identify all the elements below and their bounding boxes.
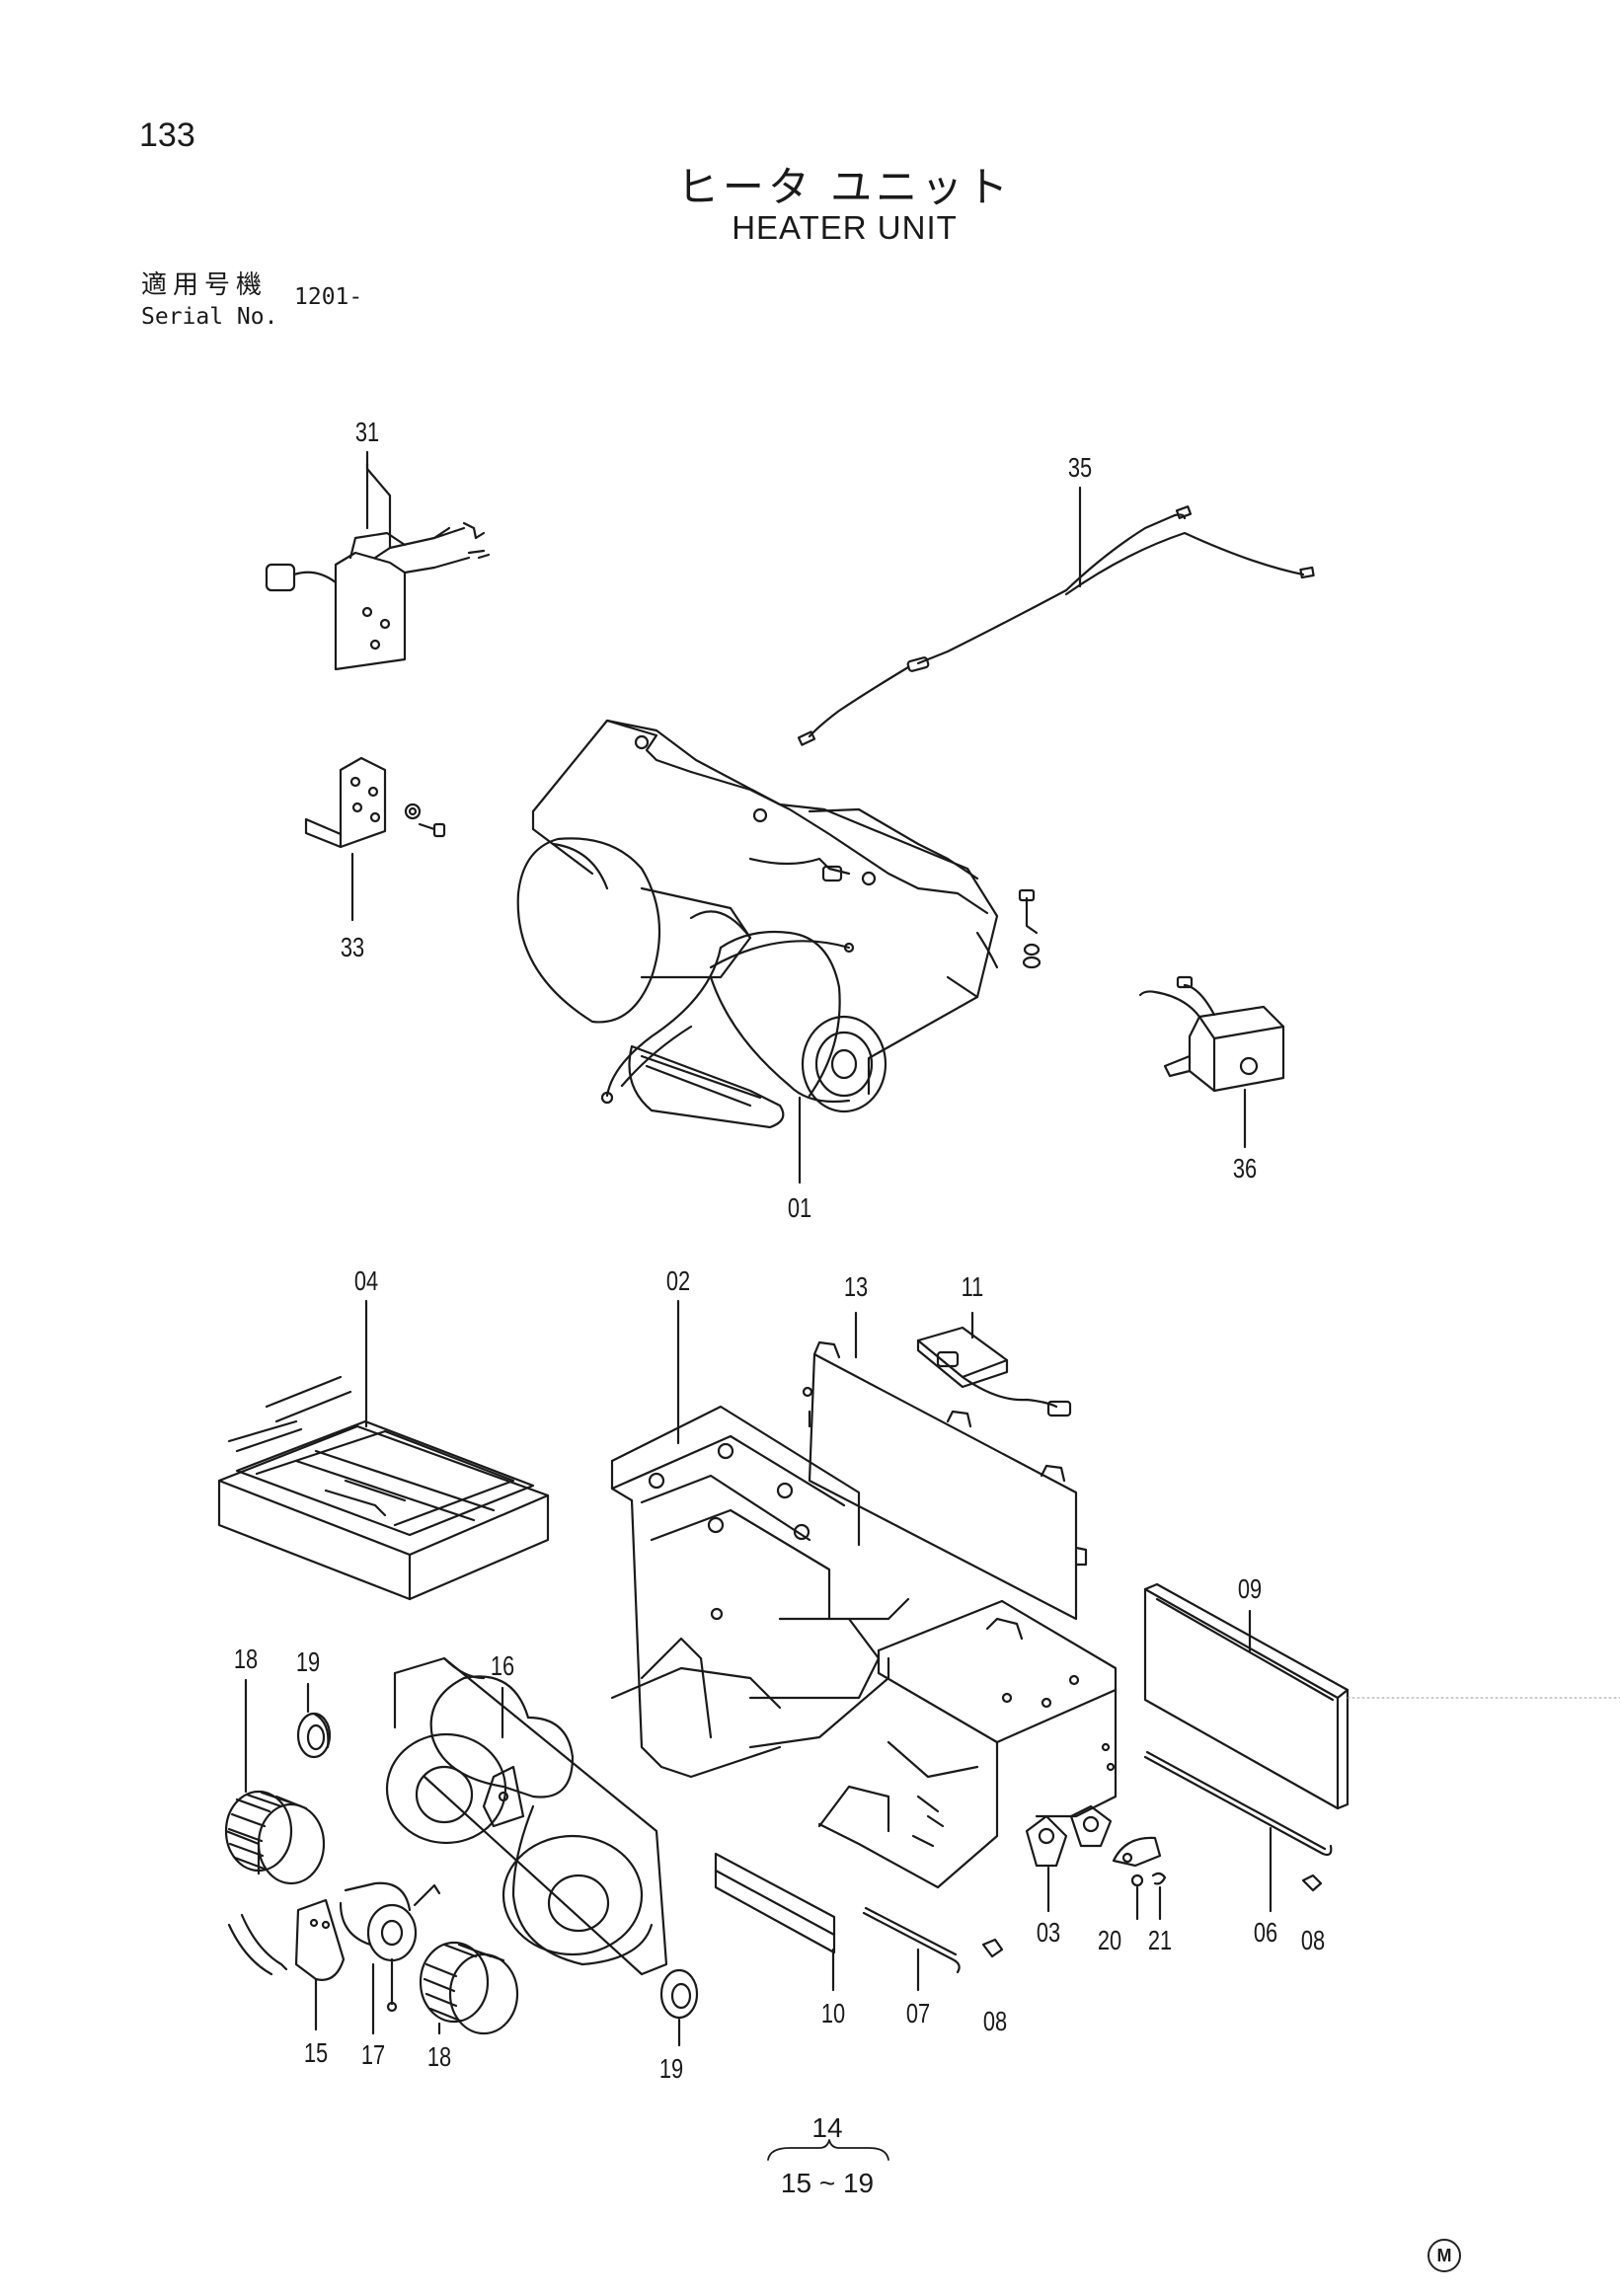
- label-08-center: 08: [982, 2006, 1008, 2036]
- part-15-clamp: [227, 1898, 346, 1981]
- label-10: 10: [820, 1998, 846, 2028]
- part-31-bracket: [265, 462, 491, 671]
- page-title: HEATER UNIT: [732, 209, 958, 246]
- part-01-heater-unit: [516, 719, 1041, 1129]
- label-19-bottom: 19: [658, 2053, 684, 2084]
- label-16: 16: [490, 1650, 515, 1681]
- label-04: 04: [353, 1265, 379, 1296]
- part-10-strip: [714, 1852, 836, 1954]
- page-title-japanese: ヒータ ユニット: [676, 163, 1013, 211]
- label-19-top: 19: [295, 1646, 321, 1677]
- label-20: 20: [1097, 1925, 1122, 1955]
- part-02-upper-case: [610, 1405, 910, 1779]
- label-06: 06: [1253, 1917, 1278, 1948]
- m-mark: M: [1427, 2239, 1461, 2272]
- part-19-ring-top: [296, 1712, 332, 1759]
- label-18-left: 18: [233, 1644, 259, 1674]
- label-36: 36: [1232, 1153, 1258, 1184]
- group-brace: [767, 2139, 889, 2161]
- label-11: 11: [961, 1271, 984, 1302]
- part-08-cap-center: [981, 1938, 1004, 1958]
- label-31: 31: [354, 417, 380, 447]
- label-17: 17: [360, 2039, 386, 2070]
- part-33-bracket: [304, 756, 446, 849]
- part-09-filter: [1143, 1582, 1620, 1810]
- part-16-scroll-housing: [385, 1656, 668, 1976]
- label-15: 15: [303, 2037, 329, 2068]
- label-02: 02: [665, 1265, 691, 1296]
- part-11-switch: [916, 1326, 1072, 1417]
- part-18-fan-left: [224, 1790, 326, 1885]
- part-21-clip: [1151, 1872, 1167, 1885]
- group-note-top: 14: [811, 2112, 843, 2143]
- part-13-cover: [802, 1340, 1088, 1621]
- serial-value: 1201-: [294, 284, 363, 310]
- group-note-bottom: 15 ~ 19: [780, 2168, 875, 2198]
- label-13: 13: [843, 1271, 869, 1302]
- part-20-bracket: [1112, 1836, 1162, 1887]
- label-07: 07: [905, 1998, 931, 2028]
- page-number: 133: [139, 116, 195, 154]
- part-03-lower-case: [817, 1599, 1118, 1889]
- label-09: 09: [1237, 1573, 1263, 1604]
- part-08-cap-right: [1301, 1874, 1323, 1892]
- part-36-controller: [1138, 975, 1285, 1093]
- label-21: 21: [1147, 1925, 1173, 1955]
- label-01: 01: [787, 1192, 812, 1223]
- label-18-right: 18: [426, 2041, 452, 2072]
- part-06-rod: [1143, 1750, 1333, 1857]
- part-19-ring-bottom: [659, 1968, 699, 2020]
- label-33: 33: [340, 932, 365, 962]
- part-07-rod: [862, 1906, 961, 1974]
- part-04-heater-core: [217, 1375, 550, 1601]
- label-35: 35: [1067, 452, 1093, 483]
- part-18-fan-right: [419, 1941, 519, 2035]
- part-17-motor: [339, 1881, 441, 2013]
- serial-label-japanese: 適用号機: [141, 270, 269, 300]
- part-35-harness: [797, 505, 1315, 746]
- label-08-right: 08: [1300, 1925, 1326, 1955]
- label-03: 03: [1036, 1917, 1061, 1948]
- serial-label: Serial No.: [141, 304, 278, 330]
